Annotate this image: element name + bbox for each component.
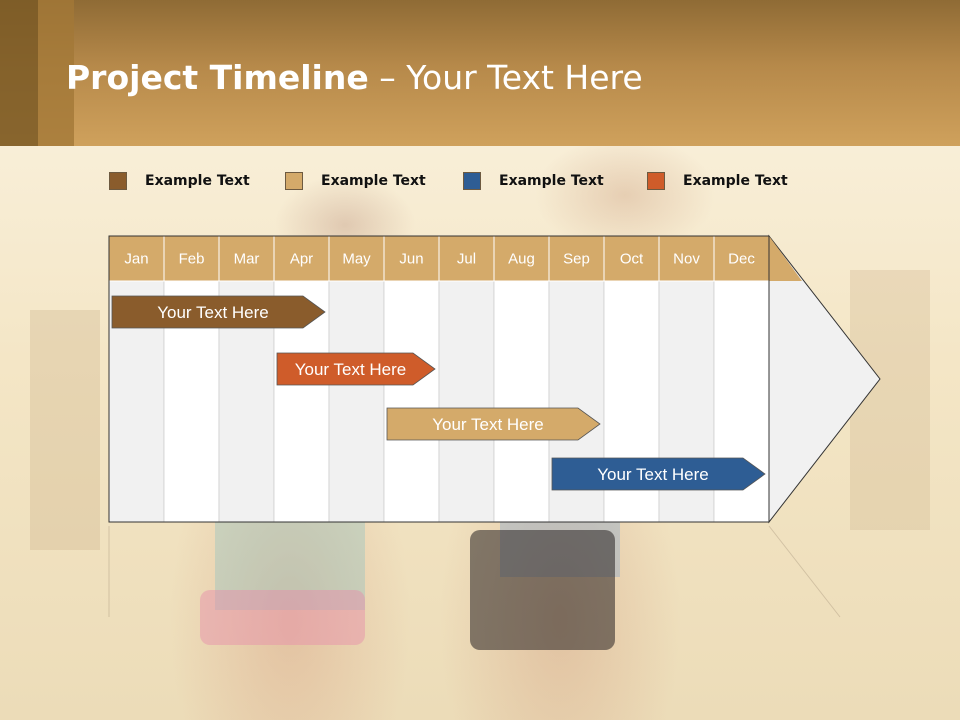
legend-swatch-4: [647, 172, 665, 190]
month-header-jan: [108, 235, 165, 282]
background-runner-right-shorts: [470, 530, 615, 650]
task-arrow-4[interactable]: [551, 457, 766, 491]
month-label-feb: Feb: [179, 251, 205, 268]
month-label-jun: Jun: [399, 251, 423, 268]
month-label-apr: Apr: [290, 251, 313, 268]
legend-swatch-2: [285, 172, 303, 190]
month-column-jul: [438, 280, 495, 523]
month-label-jan: Jan: [124, 251, 148, 268]
legend-swatch-1: [109, 172, 127, 190]
legend-swatch-3: [463, 172, 481, 190]
slide-title[interactable]: Project Timeline – Your Text Here: [66, 58, 643, 97]
month-header-apr: [273, 235, 330, 282]
month-label-oct: Oct: [620, 251, 644, 268]
legend-item-2[interactable]: Example Text: [285, 170, 426, 192]
month-column-may: [328, 280, 385, 523]
month-header-oct: [603, 235, 660, 282]
legend-item-3[interactable]: Example Text: [463, 170, 604, 192]
legend-item-1[interactable]: Example Text: [109, 170, 250, 192]
task-label-2: Your Text Here: [295, 360, 407, 379]
task-arrow-2[interactable]: [276, 352, 436, 386]
banner-stripe-dark: [0, 0, 38, 146]
task-label-3: Your Text Here: [432, 415, 544, 434]
task-label-1: Your Text Here: [157, 303, 269, 322]
background-building-left: [30, 310, 100, 550]
month-header-may: [328, 235, 385, 282]
banner-stripe-light: [38, 0, 74, 146]
month-label-may: May: [342, 251, 371, 268]
arrow-tip-header-band: [769, 236, 802, 281]
month-label-mar: Mar: [234, 251, 260, 268]
reflection-edge-right: [768, 525, 841, 618]
month-label-aug: Aug: [508, 251, 535, 268]
month-label-jul: Jul: [457, 251, 476, 268]
month-label-sep: Sep: [563, 251, 590, 268]
title-banner: [0, 0, 960, 146]
month-header-feb: [163, 235, 220, 282]
background-runner-left-shirt: [215, 520, 365, 610]
month-header-nov: [658, 235, 715, 282]
legend-label-3: Example Text: [499, 173, 604, 189]
month-header-jul: [438, 235, 495, 282]
timeline-reflection: [109, 524, 840, 617]
task-label-4: Your Text Here: [597, 465, 709, 484]
slide-title-rest: – Your Text Here: [368, 58, 643, 97]
task-arrow-3[interactable]: [386, 407, 601, 441]
slide-title-bold: Project Timeline: [66, 58, 369, 97]
legend-item-4[interactable]: Example Text: [647, 170, 788, 192]
month-column-aug: [493, 280, 550, 523]
task-arrow-1[interactable]: [111, 295, 326, 329]
legend-label-1: Example Text: [145, 173, 250, 189]
month-header-jun: [383, 235, 440, 282]
legend-label-4: Example Text: [683, 173, 788, 189]
month-label-nov: Nov: [673, 251, 700, 268]
month-label-dec: Dec: [728, 251, 755, 268]
month-column-jun: [383, 280, 440, 523]
timeline-outline: [108, 235, 770, 523]
background-runner-left-shorts: [200, 590, 365, 645]
legend-label-2: Example Text: [321, 173, 426, 189]
month-header-aug: [493, 235, 550, 282]
